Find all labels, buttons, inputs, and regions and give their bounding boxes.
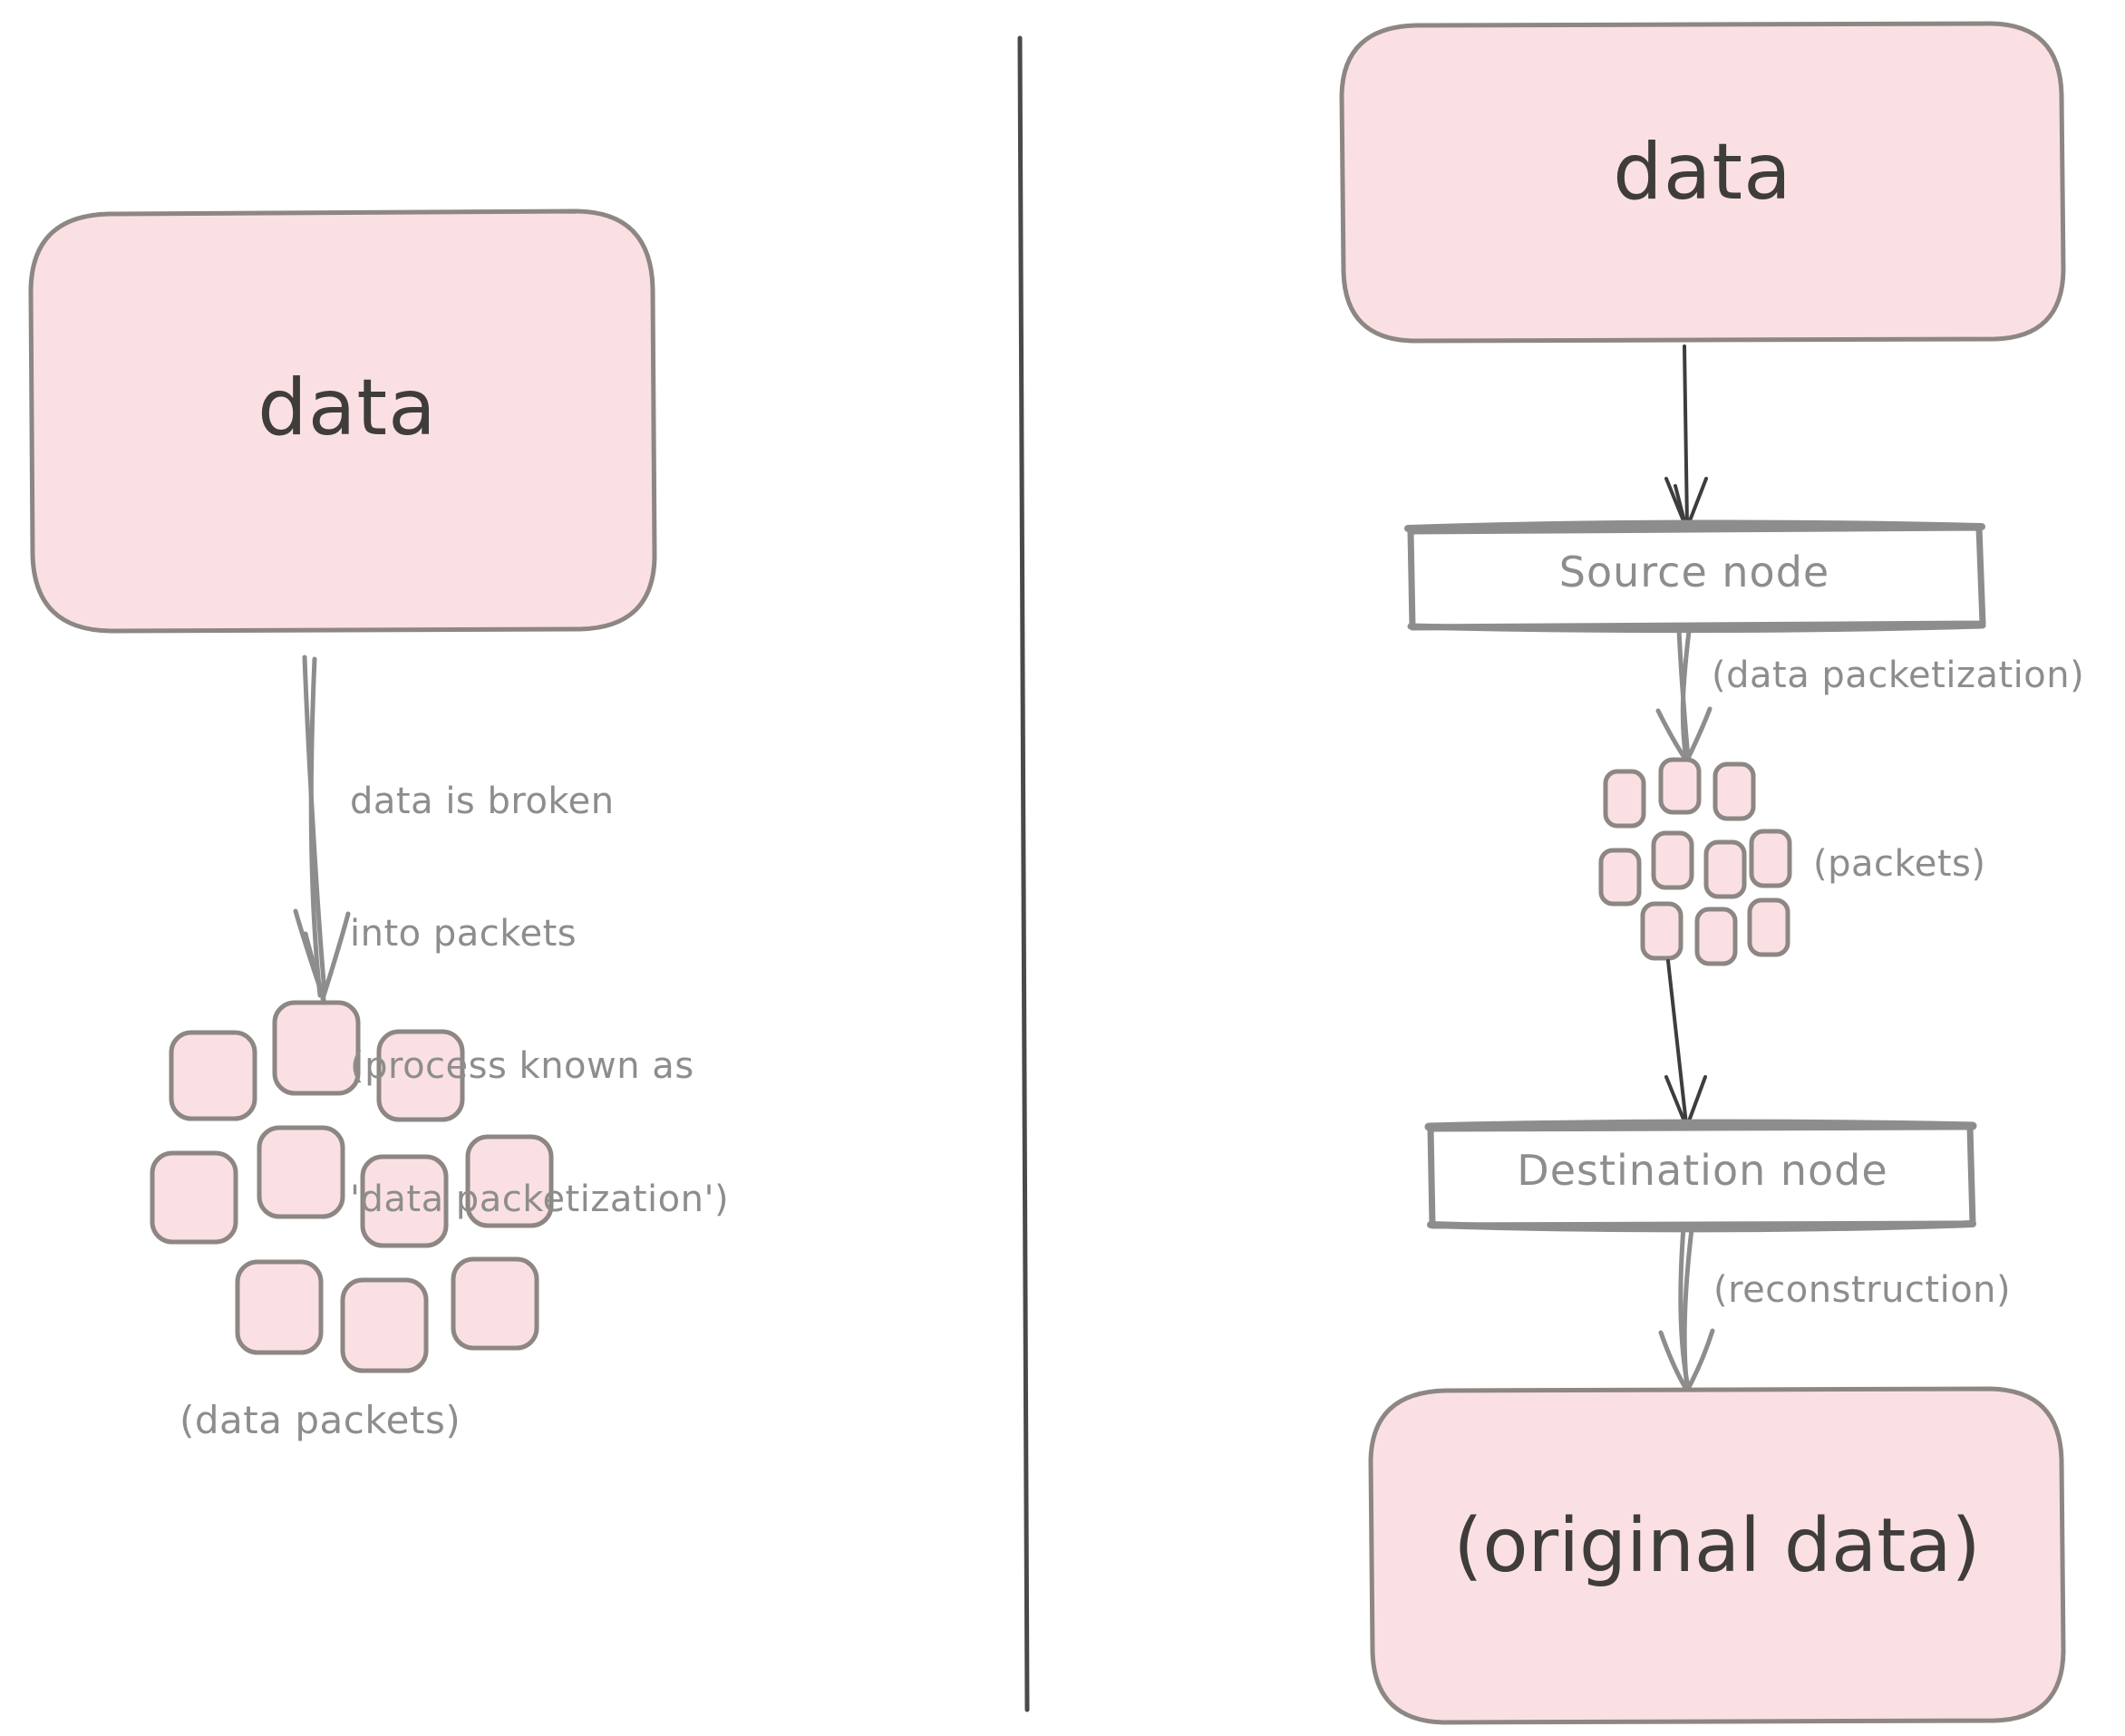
original-data-box-label: (original data): [1453, 1503, 1981, 1589]
annotation-line-1: data is broken: [350, 780, 615, 822]
data-packetization-annotation: (data packetization): [1712, 655, 2085, 696]
arrow-packets-to-destination: [1664, 959, 1707, 1128]
annotation-line-4: 'data packetization'): [350, 1178, 730, 1220]
reconstruction-annotation: (reconstruction): [1713, 1269, 2012, 1311]
right-data-box-label: data: [1613, 127, 1792, 218]
arrow-data-to-source: [1664, 344, 1708, 530]
annotation-line-2: into packets: [350, 912, 577, 955]
left-packetization-annotation: data is broken into packets (process kno…: [350, 691, 729, 1310]
arrow-source-to-packets: [1655, 626, 1713, 765]
left-packets-caption: (data packets): [180, 1398, 461, 1442]
annotation-line-3: (process known as: [350, 1045, 694, 1088]
packets-caption: (packets): [1813, 843, 1986, 885]
destination-node-label: Destination node: [1517, 1146, 1888, 1195]
left-data-box-label: data: [257, 363, 437, 453]
right-packet-cluster: [1598, 757, 1792, 966]
panel-divider: [1017, 35, 1030, 1712]
source-node-label: Source node: [1558, 548, 1830, 596]
left-packetization-arrow: [293, 655, 351, 1003]
arrow-destination-to-original: [1658, 1225, 1715, 1393]
